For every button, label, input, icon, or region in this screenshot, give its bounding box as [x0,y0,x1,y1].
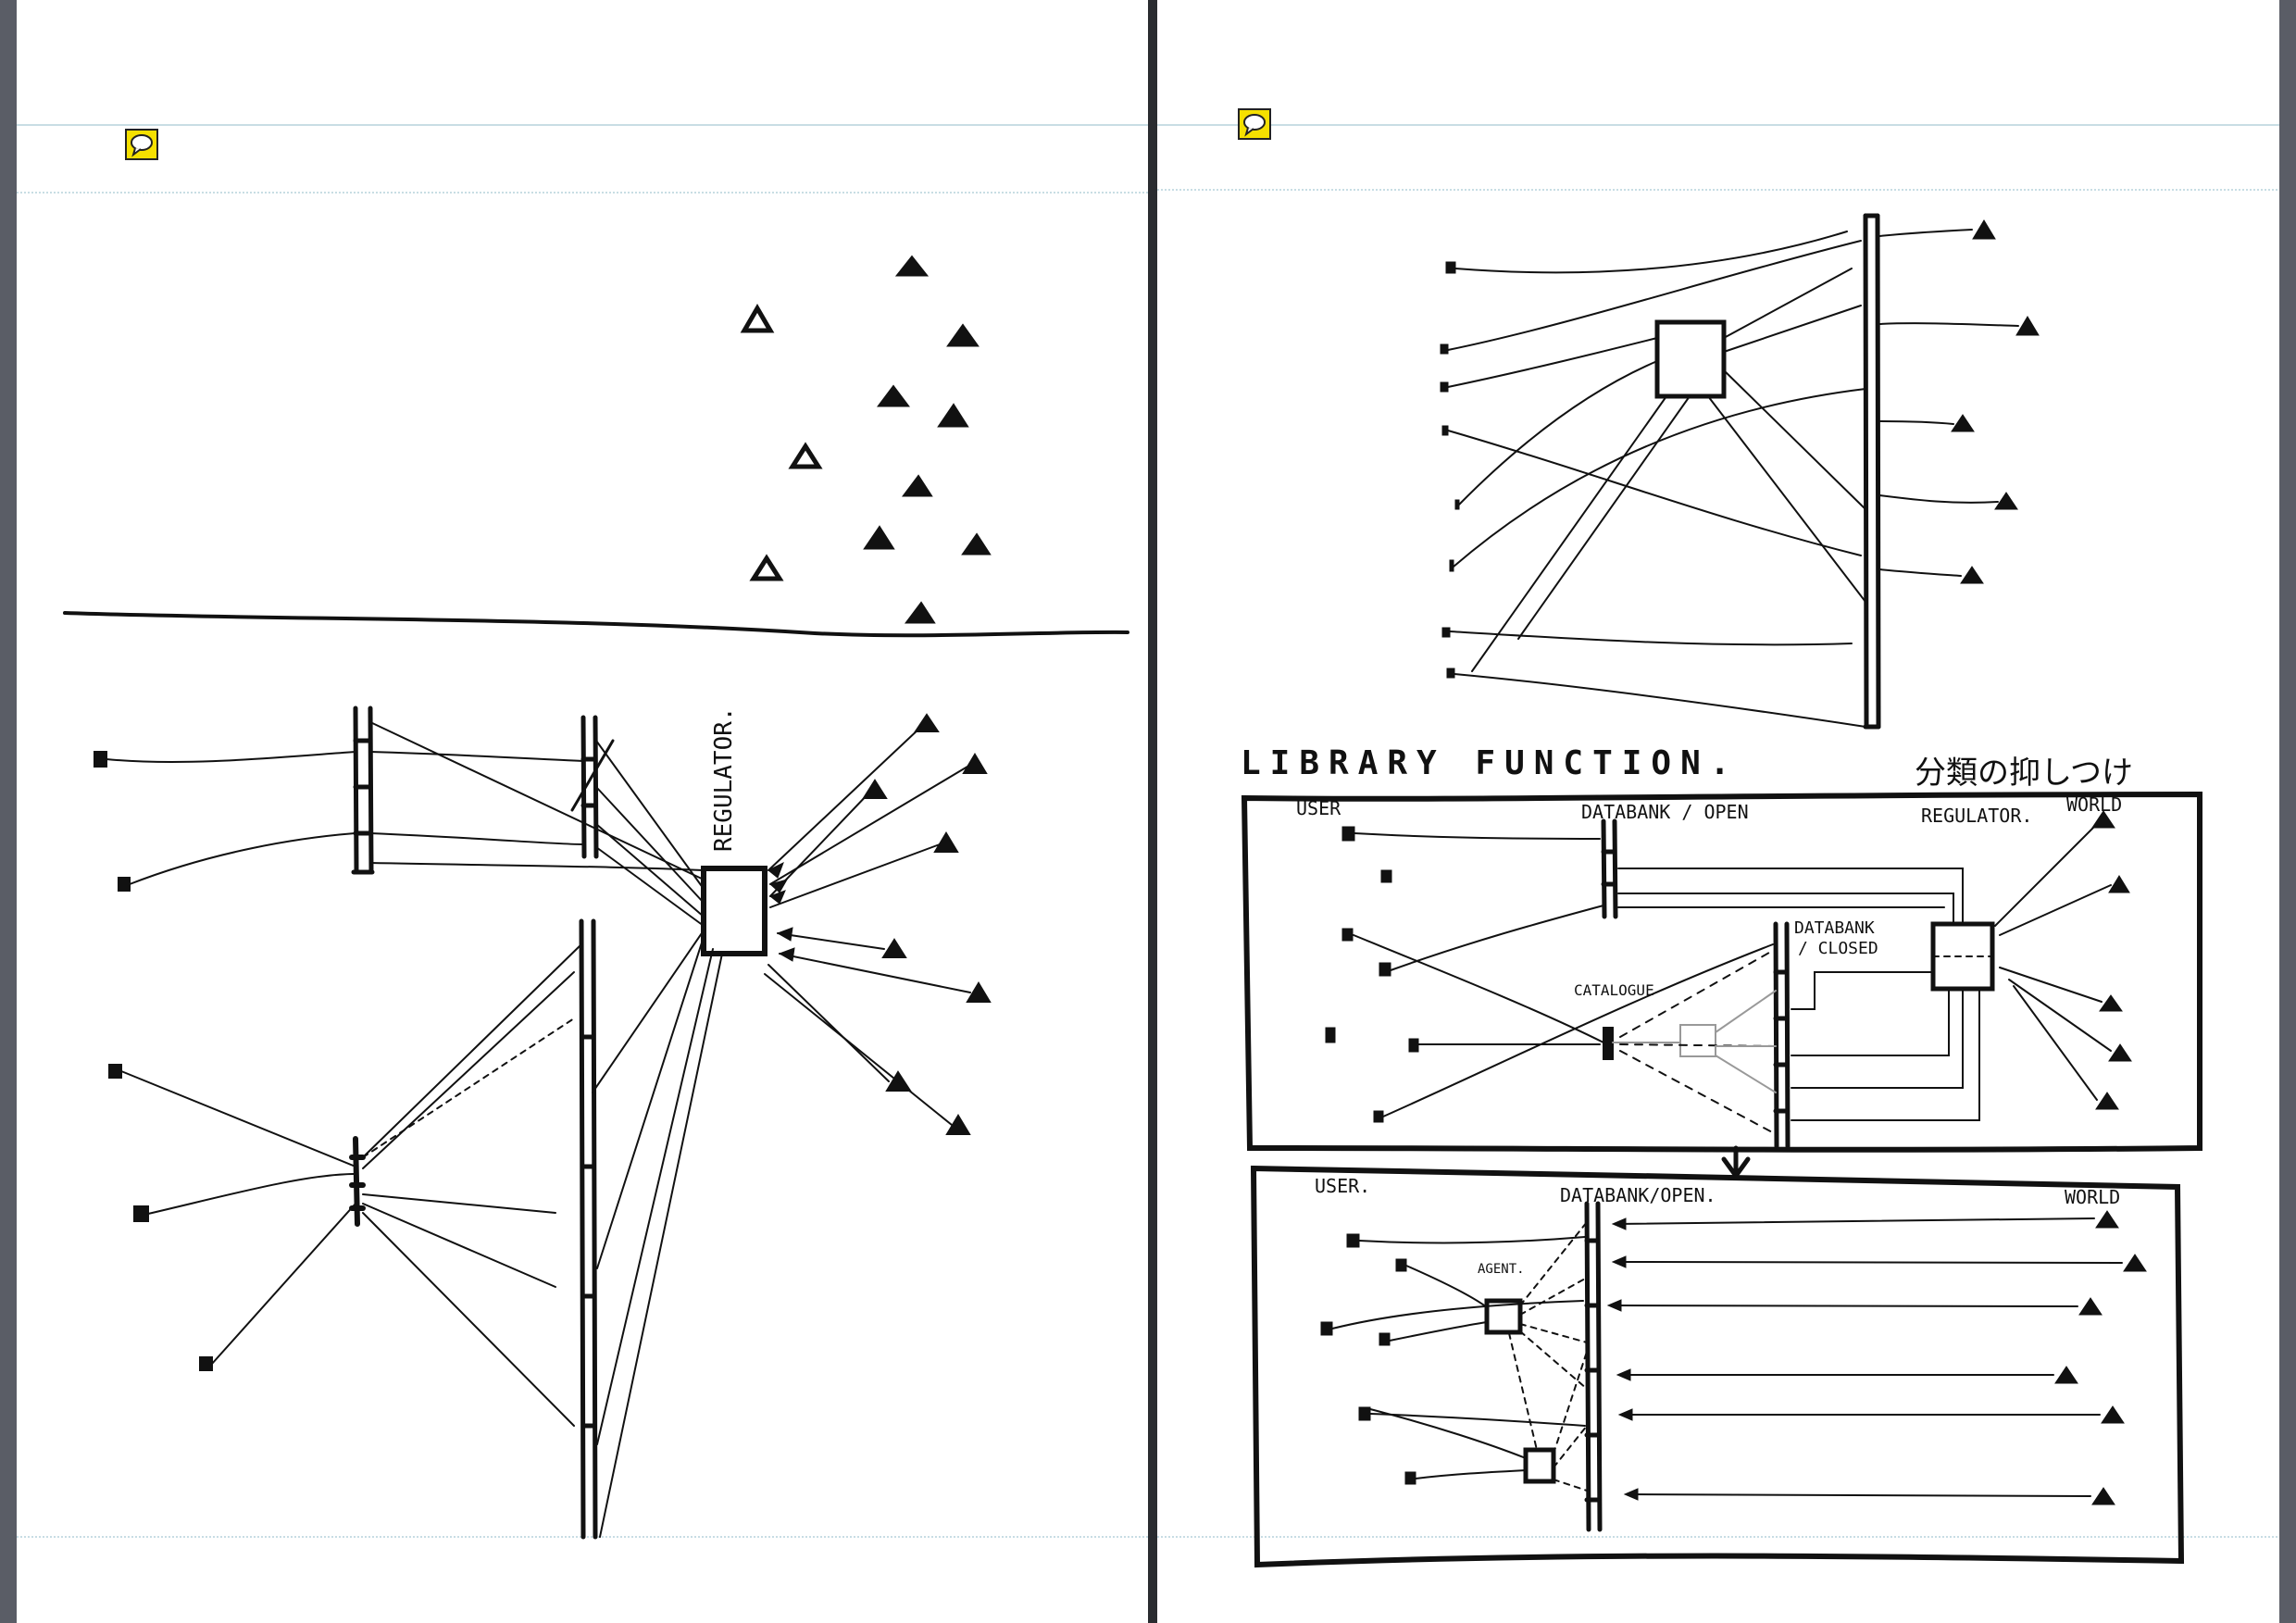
vertical-ladder [1863,213,1881,730]
right-top-world-lines [1878,229,2019,577]
top-world-label: WORLD [2066,793,2122,816]
left-users [94,751,213,1371]
comment-note-icon[interactable] [125,129,158,160]
top-panel-world-lines [1994,823,2112,1101]
right-top-lines [1447,231,1866,728]
top-user-label: USER [1296,797,1341,819]
ladder [351,705,375,875]
horizon-line [63,611,1129,638]
databank-open-ladder [1601,818,1618,919]
regulator-box [701,866,767,956]
left-sketch: REGULATOR. [63,255,1129,1540]
library-top-panel [1241,791,2202,1180]
bottom-arrow-heads [1606,1217,1639,1501]
bottom-user-label: USER. [1315,1175,1370,1197]
agent-links [1508,1221,1588,1492]
left-world-arrows [764,726,971,1126]
right-page [1157,0,2279,1623]
top-databank-open-label: DATABANK / OPEN [1581,801,1749,823]
library-bottom-panel [1250,1165,2185,1568]
bottom-world-lines [1610,1217,2123,1497]
bottom-databank-open-label: DATABANK/OPEN. [1560,1184,1716,1206]
page-gutter [1148,0,1157,1623]
right-top-world [1951,219,2040,584]
right-top-users [1440,261,1460,679]
bottom-world [2054,1210,2147,1505]
bottom-panel-user-lines [1331,1236,1586,1479]
top-panel-world [2091,810,2132,1110]
catalogue-box [1679,1024,1716,1057]
comment-note-icon[interactable] [1238,108,1271,140]
right-top-sketch [1440,213,2040,730]
upper-triangles [740,255,992,624]
catalogue-marker [1603,1027,1614,1060]
ladder [579,918,598,1540]
top-panel-lines [1353,832,1980,1135]
agent-label: AGENT. [1478,1262,1525,1277]
databank-open-ladder [1584,1201,1603,1532]
databank-closed-label-2: / CLOSED [1798,939,1878,958]
databank-closed-label-1: DATABANK [1794,918,1875,938]
library-function-heading: LIBRARY FUNCTION. [1241,744,1739,782]
regulator-label: REGULATOR. [710,706,738,852]
catalogue-label: CATALOGUE [1574,981,1654,999]
top-panel-users [1325,826,1419,1123]
top-regulator-label: REGULATOR. [1921,805,2032,827]
agent-box [1523,1447,1556,1484]
left-arrow-heads [767,861,795,962]
bottom-world-label: WORLD [2065,1186,2120,1208]
databank-closed-ladder [1773,921,1791,1149]
left-connection-lines [106,721,723,1538]
heading-note: 分類の抑しつけ [1915,755,2133,792]
short-ladder [349,1136,366,1227]
agent-box [1484,1298,1523,1335]
bottom-panel-users [1320,1233,1416,1485]
